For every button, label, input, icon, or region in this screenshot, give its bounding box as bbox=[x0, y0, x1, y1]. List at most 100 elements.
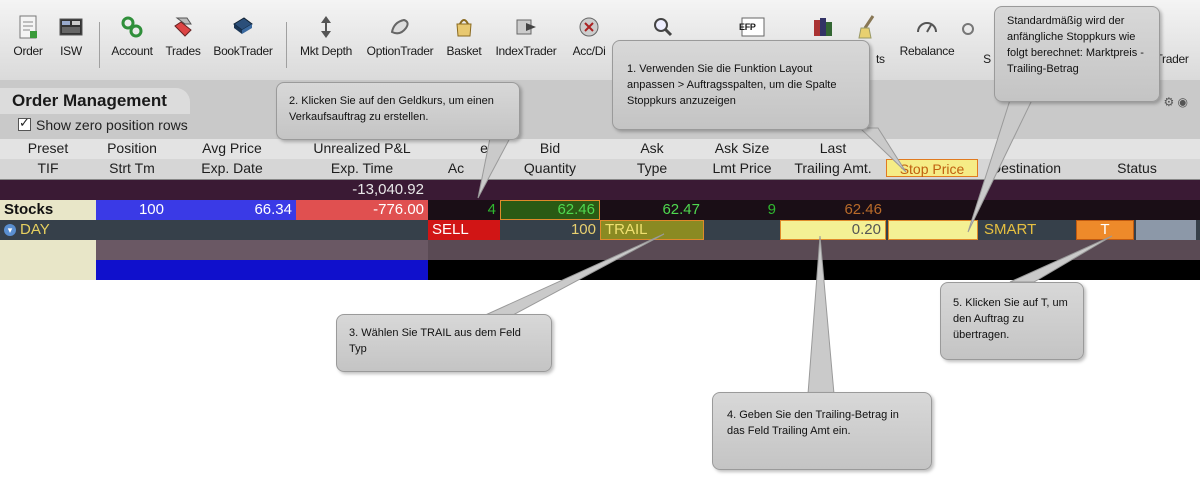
toolbar-account-button[interactable]: Account bbox=[108, 14, 156, 58]
avg-price-cell[interactable]: 66.34 bbox=[168, 200, 296, 220]
col-ask[interactable]: Ask bbox=[640, 140, 664, 156]
toolbar-search-button[interactable] bbox=[648, 14, 678, 44]
quantity-cell[interactable]: 100 bbox=[570, 221, 596, 238]
checkbox-box[interactable] bbox=[18, 115, 31, 131]
toolbar-option-trader-button[interactable]: OptionTrader bbox=[365, 14, 435, 58]
col-stop-price[interactable]: Stop Price bbox=[886, 159, 978, 177]
ask-cell[interactable]: 62.47 bbox=[662, 201, 700, 218]
status-progress bbox=[1136, 220, 1196, 240]
type-cell[interactable]: TRAIL bbox=[600, 220, 704, 240]
toolbar-partial-s: S bbox=[980, 52, 994, 66]
toolbar-efp-button[interactable]: EFP bbox=[735, 14, 771, 44]
ask-size-cell[interactable]: 9 bbox=[767, 201, 776, 218]
toolbar-acc-dis-button[interactable]: Acc/Di bbox=[567, 14, 611, 58]
column-header-row-2: TIF Strt Tm Exp. Date Exp. Time Ac Quant… bbox=[0, 159, 1200, 180]
toolbar-label: Trades bbox=[165, 44, 201, 58]
books-icon bbox=[814, 18, 832, 36]
column-header-row-1: Preset Position Avg Price Unrealized P&L… bbox=[0, 139, 1200, 159]
rebalance-icon bbox=[917, 22, 937, 33]
last-cell[interactable]: 62.46 bbox=[844, 201, 882, 218]
destination-cell[interactable]: SMART bbox=[984, 221, 1037, 238]
toolbar-label: Order bbox=[13, 44, 43, 58]
toolbar-divider bbox=[286, 22, 287, 68]
toolbar-rebalance-button[interactable]: Rebalance bbox=[895, 14, 959, 58]
stock-group-label[interactable]: Stocks bbox=[0, 200, 96, 220]
col-exp-date[interactable]: Exp. Date bbox=[201, 160, 263, 176]
col-type[interactable]: Type bbox=[636, 160, 668, 176]
toolbar-small-circle[interactable] bbox=[958, 14, 978, 40]
col-start-time[interactable]: Strt Tm bbox=[109, 160, 155, 176]
toolbar-label-partial: ts bbox=[876, 52, 885, 66]
callout-step-3: 3. Wählen Sie TRAIL aus dem Feld Typ bbox=[336, 314, 552, 372]
col-trailing-amt[interactable]: Trailing Amt. bbox=[794, 160, 872, 176]
tif-cell[interactable]: ▾ DAY bbox=[0, 220, 96, 240]
callout-step-1: 1. Verwenden Sie die Funktion Layout anp… bbox=[612, 40, 870, 130]
toolbar-label: Basket bbox=[446, 44, 482, 58]
empty-cell bbox=[0, 260, 96, 280]
panel-controls-icon[interactable]: ⚙ ◉ bbox=[1163, 95, 1188, 109]
col-destination[interactable]: Destination bbox=[990, 160, 1062, 176]
empty-row bbox=[0, 240, 1200, 260]
col-lmt-price[interactable]: Lmt Price bbox=[712, 160, 772, 176]
col-tif[interactable]: TIF bbox=[37, 160, 59, 176]
empty-row bbox=[0, 260, 1200, 280]
col-status[interactable]: Status bbox=[1117, 160, 1157, 176]
magnifier-icon bbox=[654, 18, 673, 37]
toolbar-trades-button[interactable]: Trades bbox=[163, 14, 203, 58]
toolbar-index-trader-button[interactable]: IndexTrader bbox=[493, 14, 559, 58]
panel-title-tab: Order Management bbox=[0, 88, 190, 114]
col-position[interactable]: Position bbox=[107, 140, 157, 156]
col-ask-size[interactable]: Ask Size bbox=[714, 140, 770, 156]
empty-cell bbox=[96, 260, 428, 280]
toolbar-order-button[interactable]: Order bbox=[10, 14, 46, 58]
col-quantity[interactable]: Quantity bbox=[523, 160, 577, 176]
stock-row: Stocks 100 66.34 -776.00 4 62.46 62.47 9… bbox=[0, 200, 1200, 220]
show-zero-position-checkbox[interactable]: Show zero position rows bbox=[18, 115, 188, 133]
toolbar-label: OptionTrader bbox=[366, 44, 434, 58]
col-avg-price[interactable]: Avg Price bbox=[202, 140, 262, 156]
toolbar-label: BookTrader bbox=[213, 44, 273, 58]
trailing-amt-cell[interactable]: 0.20 bbox=[780, 220, 886, 240]
unrealized-pnl-cell[interactable]: -776.00 bbox=[296, 200, 428, 220]
expand-icon[interactable]: ▾ bbox=[4, 224, 16, 236]
stop-price-cell[interactable] bbox=[888, 220, 978, 240]
market-depth-icon bbox=[321, 16, 331, 38]
col-bid[interactable]: Bid bbox=[539, 140, 561, 156]
col-preset[interactable]: Preset bbox=[27, 140, 69, 156]
toolbar-basket-button[interactable]: Basket bbox=[444, 14, 484, 58]
order-icon bbox=[19, 15, 37, 39]
transmit-status-button[interactable]: T bbox=[1076, 220, 1134, 240]
position-cell[interactable]: 100 bbox=[96, 200, 168, 220]
toolbar-booktrader-button[interactable]: BookTrader bbox=[212, 14, 274, 58]
col-bid-size-partial[interactable]: e bbox=[480, 140, 488, 156]
empty-cell bbox=[96, 240, 428, 260]
show-zero-label: Show zero position rows bbox=[36, 117, 188, 133]
toolbar-books-button[interactable] bbox=[808, 14, 838, 44]
toolbar-trader-button[interactable]: Trader bbox=[1152, 52, 1192, 66]
action-cell[interactable]: SELL bbox=[428, 220, 500, 240]
summary-row: -13,040.92 bbox=[0, 180, 1200, 200]
col-exp-time[interactable]: Exp. Time bbox=[330, 160, 394, 176]
toolbar-broom-button[interactable]: ts bbox=[848, 14, 886, 66]
option-trader-icon bbox=[390, 18, 409, 35]
col-unrealized-pnl[interactable]: Unrealized P&L bbox=[313, 140, 411, 156]
circle-icon bbox=[962, 23, 974, 35]
acc-dis-icon bbox=[579, 17, 599, 37]
toolbar-label: ISW bbox=[60, 44, 82, 58]
toolbar-label: Mkt Depth bbox=[300, 44, 352, 58]
toolbar-label: Rebalance bbox=[899, 44, 955, 58]
callout-step-2: 2. Klicken Sie auf den Geldkurs, um eine… bbox=[276, 82, 520, 140]
callout-step-5: 5. Klicken Sie auf T, um den Auftrag zu … bbox=[940, 282, 1084, 360]
efp-label: EFP bbox=[739, 22, 756, 32]
callout-default-stop: Standardmäßig wird der anfängliche Stopp… bbox=[994, 6, 1160, 102]
col-last[interactable]: Last bbox=[819, 140, 847, 156]
toolbar-label: Trader bbox=[1155, 52, 1189, 66]
toolbar-isw-button[interactable]: ISW bbox=[54, 14, 88, 58]
bid-size-cell[interactable]: 4 bbox=[487, 201, 496, 218]
tif-value: DAY bbox=[20, 221, 50, 238]
trades-icon bbox=[174, 17, 192, 37]
broom-icon bbox=[858, 15, 875, 39]
toolbar-market-depth-button[interactable]: Mkt Depth bbox=[297, 14, 355, 58]
col-action[interactable]: Ac bbox=[447, 160, 465, 176]
bid-cell[interactable]: 62.46 bbox=[500, 200, 600, 220]
